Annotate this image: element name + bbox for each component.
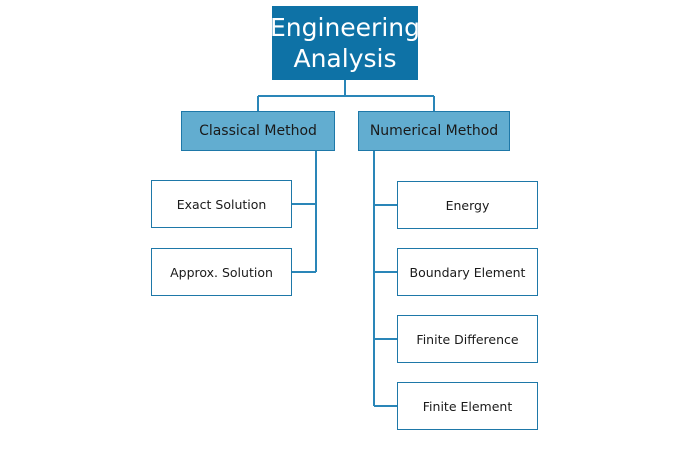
leaf-label: Exact Solution: [176, 196, 267, 212]
leaf-label: Boundary Element: [409, 264, 526, 280]
root-label-line2: Analysis: [293, 44, 397, 73]
leaf-node-finite-element: Finite Element: [397, 382, 538, 430]
root-label-line1: Engineering: [270, 13, 420, 42]
leaf-label: Finite Difference: [416, 331, 519, 347]
branch-node-numerical-method: Numerical Method: [358, 111, 510, 151]
leaf-label: Energy: [445, 197, 490, 213]
leaf-node-energy: Energy: [397, 181, 538, 229]
leaf-label: Approx. Solution: [170, 264, 273, 280]
root-node-engineering-analysis: Engineering Analysis: [270, 6, 420, 80]
branch-node-classical-method: Classical Method: [181, 111, 335, 151]
leaf-node-exact-solution: Exact Solution: [151, 180, 292, 228]
branch-label: Numerical Method: [369, 123, 499, 139]
leaf-node-approx-solution: Approx. Solution: [151, 248, 292, 296]
leaf-node-boundary-element: Boundary Element: [397, 248, 538, 296]
leaf-label: Finite Element: [422, 398, 513, 414]
branch-label: Classical Method: [199, 123, 317, 139]
leaf-node-finite-difference: Finite Difference: [397, 315, 538, 363]
